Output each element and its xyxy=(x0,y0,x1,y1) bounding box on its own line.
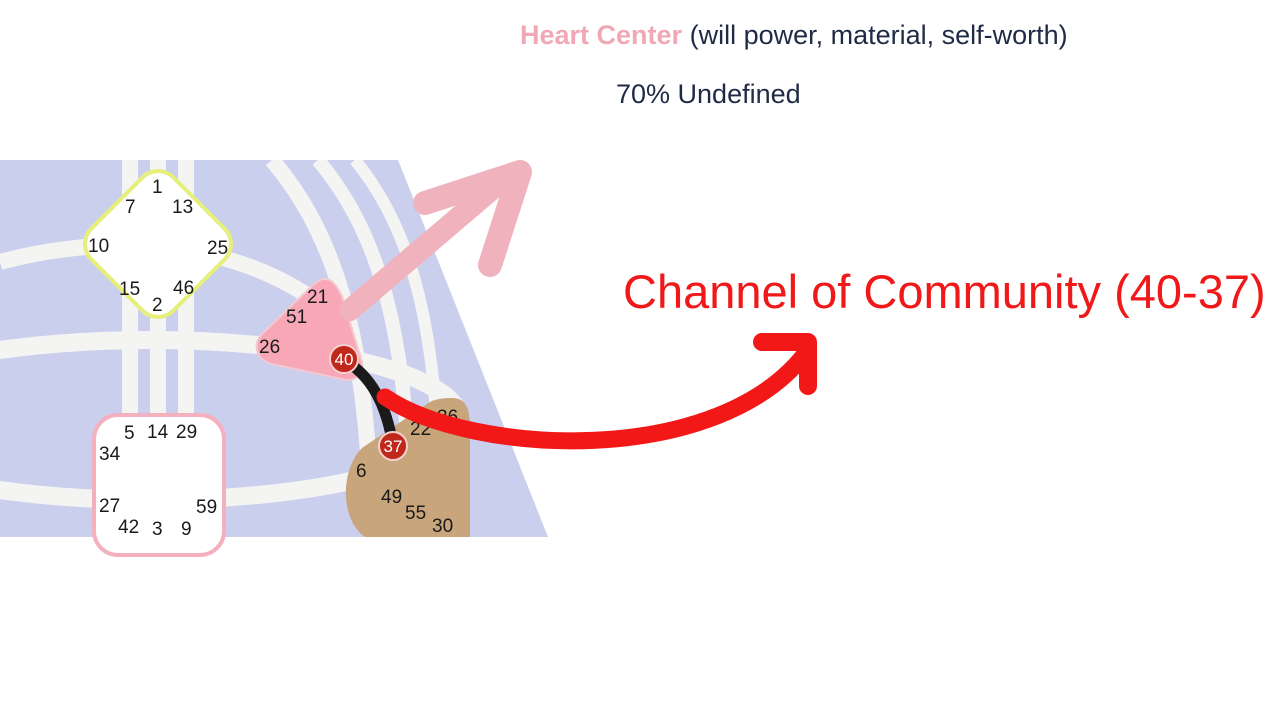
pink-arrow xyxy=(339,160,532,321)
heading: Heart Center (will power, material, self… xyxy=(520,20,1068,51)
active-gate-37: 37 xyxy=(378,431,408,461)
gate-label: 42 xyxy=(118,517,139,538)
gate-label: 1 xyxy=(152,177,163,198)
gate-label: 51 xyxy=(286,307,307,328)
gate-label: 34 xyxy=(99,444,121,465)
gate-label: 9 xyxy=(181,519,192,540)
sacral-center: 5 14 29 34 27 59 42 3 9 xyxy=(92,413,226,557)
gate-label: 30 xyxy=(432,516,453,537)
gate-label: 21 xyxy=(307,287,328,308)
gate-label: 5 xyxy=(124,423,135,444)
definition-status: 70% Undefined xyxy=(616,79,801,109)
gate-label: 14 xyxy=(147,422,169,443)
gate-label: 27 xyxy=(99,496,120,517)
gate-label: 46 xyxy=(173,278,194,299)
gate-label: 40 xyxy=(335,350,354,369)
active-gate-40: 40 xyxy=(329,344,359,374)
center-description: (will power, material, self-worth) xyxy=(689,20,1068,50)
gate-label: 25 xyxy=(207,238,228,259)
gate-label: 59 xyxy=(196,497,217,518)
gate-label: 55 xyxy=(405,503,426,524)
gate-label: 7 xyxy=(125,197,136,218)
center-name: Heart Center xyxy=(520,20,683,50)
channel-label: Channel of Community (40-37) xyxy=(623,265,1266,318)
gate-label: 15 xyxy=(119,279,140,300)
gate-label: 6 xyxy=(356,461,367,482)
gate-label: 13 xyxy=(172,197,193,218)
g-center: 1 7 13 10 25 15 46 2 xyxy=(83,169,233,319)
gate-label: 3 xyxy=(152,519,163,540)
gate-label: 26 xyxy=(259,337,280,358)
gate-label: 37 xyxy=(384,437,403,456)
red-arrow xyxy=(376,333,817,450)
gate-label: 29 xyxy=(176,422,197,443)
gate-label: 10 xyxy=(88,236,109,257)
gate-label: 49 xyxy=(381,487,402,508)
gate-label: 2 xyxy=(152,295,163,316)
